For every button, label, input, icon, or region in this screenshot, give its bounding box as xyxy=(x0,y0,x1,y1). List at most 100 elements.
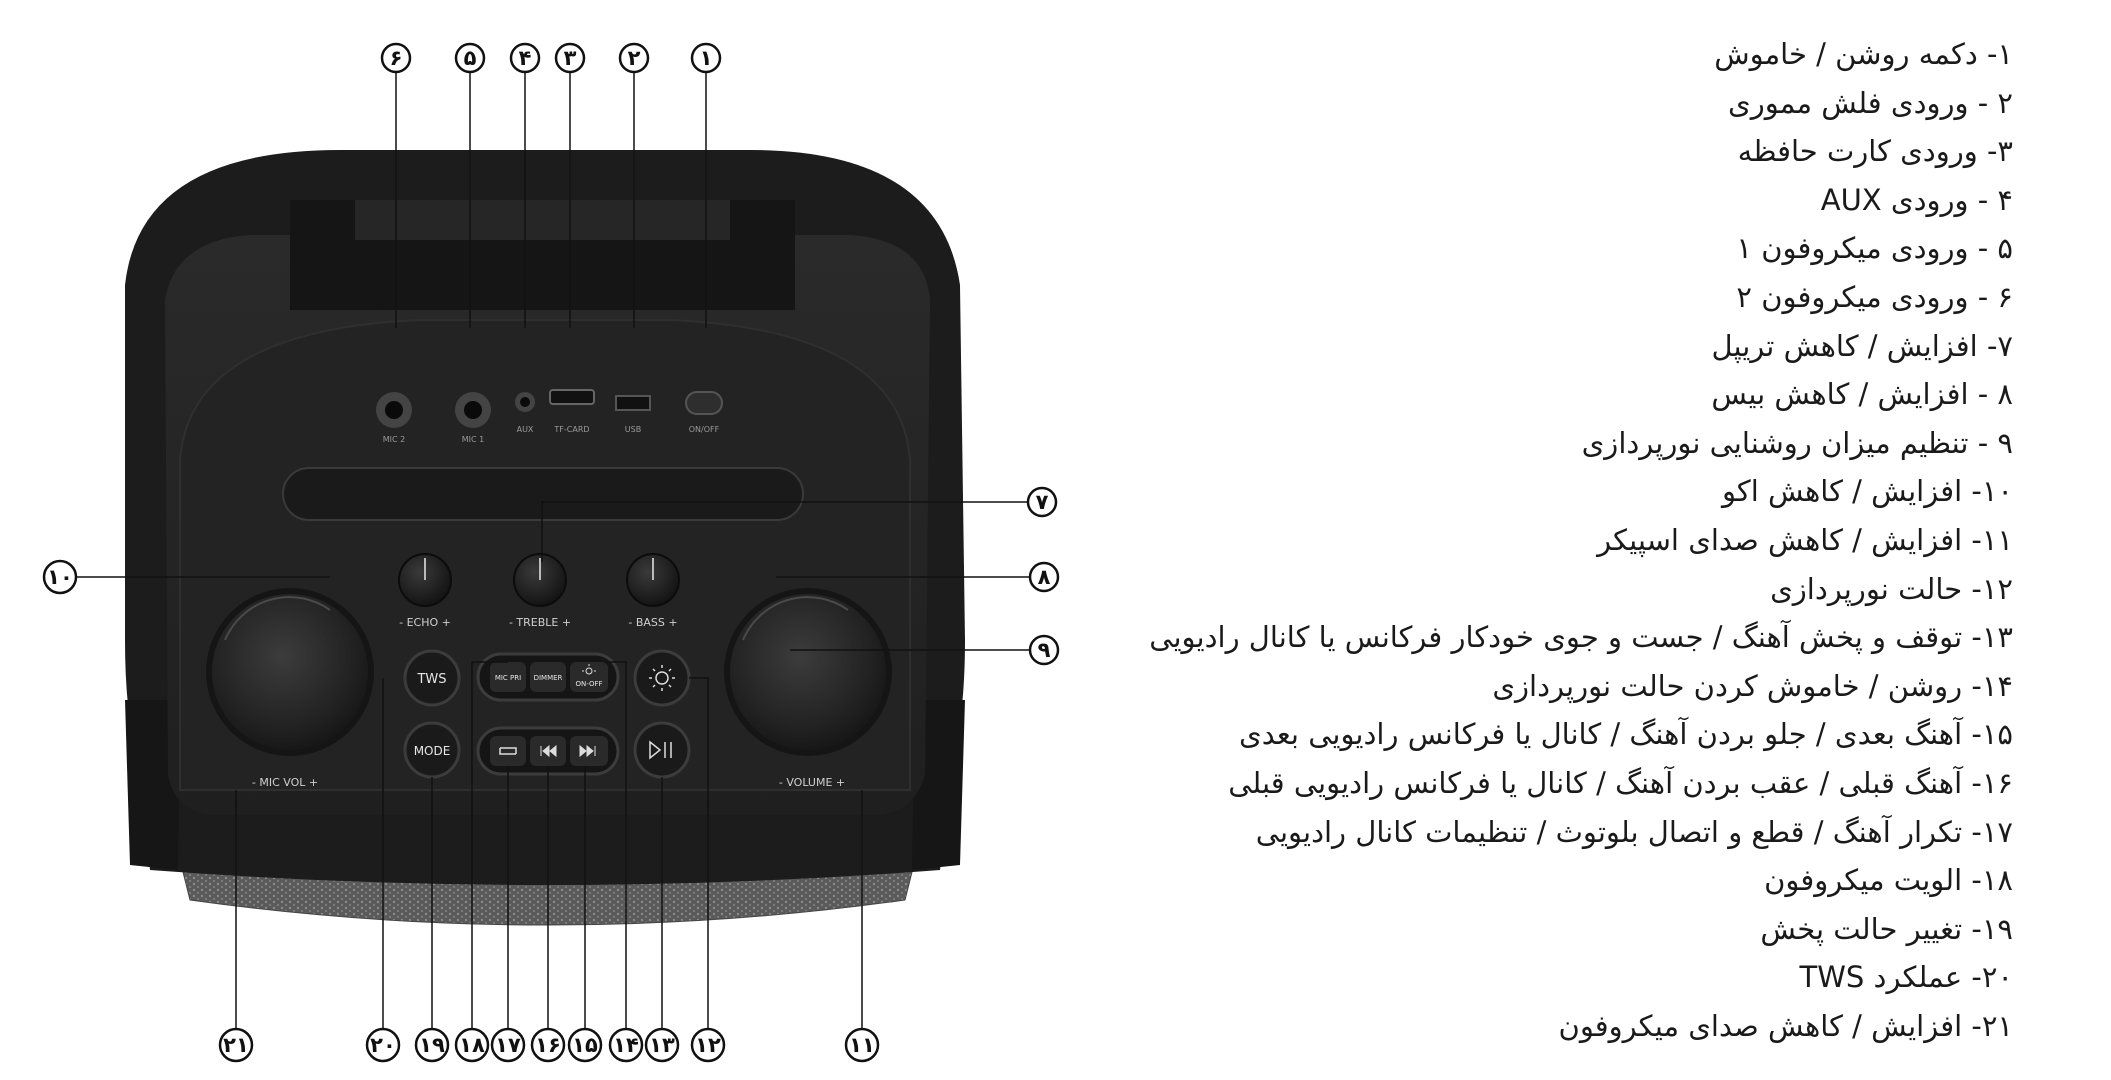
callout-12: ۱۲ xyxy=(690,1027,726,1063)
jack-row: MIC 2 MIC 1 AUX TF-CARD USB ON/OFF xyxy=(376,389,723,444)
legend-item-14: ۱۴- روشن / خاموش کردن حالت نورپردازی xyxy=(1492,668,2013,703)
echo-label: - ECHO + xyxy=(399,616,451,629)
callout-7-label: ۷ xyxy=(1036,490,1049,514)
callout-4: ۴ xyxy=(509,42,541,74)
legend-item-20: ۲۰- عملکرد TWS xyxy=(1799,960,2013,995)
mic-pri-label: MIC PRI xyxy=(495,674,521,682)
mic-vol-dial[interactable] xyxy=(206,588,374,756)
usb-label: USB xyxy=(625,425,641,434)
power-switch[interactable] xyxy=(685,391,723,415)
legend-item-3: ۳- ورودی کارت حافظه xyxy=(1737,134,2013,169)
legend-item-1: ۱- دکمه روشن / خاموش xyxy=(1714,37,2013,71)
legend-item-18: ۱۸- الویت میکروفون xyxy=(1764,863,2013,898)
callout-11-label: ۱۱ xyxy=(849,1033,875,1057)
legend-item-17: ۱۷- تکرار آهنگ / قطع و اتصال بلوتوث / تن… xyxy=(1255,814,2013,849)
callout-20-label: ۲۰ xyxy=(370,1033,396,1057)
mic1-jack[interactable] xyxy=(455,392,491,428)
mode-label: MODE xyxy=(414,744,451,758)
legend-item-19: ۱۹- تغییر حالت پخش xyxy=(1760,911,2013,946)
mode-button[interactable]: MODE xyxy=(403,721,461,779)
callout-15-label: ۱۵ xyxy=(572,1033,598,1057)
aux-jack[interactable] xyxy=(515,392,535,412)
speaker-body xyxy=(125,150,965,926)
callout-19: ۱۹ xyxy=(414,1027,450,1063)
callout-3-label: ۳ xyxy=(564,46,577,70)
legend-item-4: ۴ - ورودی AUX xyxy=(1820,182,2013,217)
callout-4-label: ۴ xyxy=(519,46,532,70)
volume-dial[interactable] xyxy=(724,588,892,756)
mic-vol-label: - MIC VOL + xyxy=(252,776,318,789)
callout-2-label: ۲ xyxy=(628,46,641,70)
echo-knob[interactable] xyxy=(398,553,452,607)
legend-list: ۱- دکمه روشن / خاموش ۲ - ورودی فلش مموری… xyxy=(953,30,2013,1050)
mic-pri-button[interactable]: MIC PRI xyxy=(490,662,526,692)
callout-21-label: ۲۱ xyxy=(223,1033,249,1057)
callouts: ۱ ۲ ۳ ۴ ۵ ۶ ۷ ۸ ۹ ۱۰ ۱۱ ۱۲ ۱۳ ۱۴ ۱۵ ۱۶ ۱… xyxy=(42,42,1060,1063)
usb-port[interactable] xyxy=(615,395,651,411)
previous-button[interactable] xyxy=(530,736,566,766)
legend-item-9: ۹ - تنظیم میزان روشنایی نورپردازی xyxy=(1581,425,2013,460)
callout-17-label: ۱۷ xyxy=(495,1033,521,1057)
button-panel: TWS MODE MIC PRI DIMMER ON-OFF xyxy=(403,649,691,779)
legend-item-2: ۲ - ورودی فلش مموری xyxy=(1728,85,2013,120)
on-off-label: ON/OFF xyxy=(689,425,720,434)
callout-18: ۱۸ xyxy=(454,1027,490,1063)
bass-label: - BASS + xyxy=(628,616,677,629)
sun-icon xyxy=(649,665,675,691)
light-mode-button[interactable] xyxy=(633,649,691,707)
legend-item-21: ۲۱- افزایش / کاهش صدای میکروفون xyxy=(1558,1008,2013,1043)
legend-item-13: ۱۳- توقف و پخش آهنگ / جست و جوی خودکار ف… xyxy=(1149,620,2013,655)
treble-knob[interactable] xyxy=(513,553,567,607)
volume-label: - VOLUME + xyxy=(779,776,845,789)
mic1-label: MIC 1 xyxy=(462,435,484,444)
repeat-icon xyxy=(499,747,517,755)
callout-19-label: ۱۹ xyxy=(419,1033,445,1057)
aux-label: AUX xyxy=(517,425,534,434)
dimmer-button[interactable]: DIMMER xyxy=(530,662,566,692)
legend-item-16: ۱۶- آهنگ قبلی / عقب بردن آهنگ / کانال یا… xyxy=(1228,765,2013,800)
legend-item-5: ۵ - ورودی میکروفون ۱ xyxy=(1736,231,2013,266)
tws-label: TWS xyxy=(416,672,446,687)
treble-label: - TREBLE + xyxy=(509,616,571,629)
bass-knob[interactable] xyxy=(626,553,680,607)
tf-card-slot[interactable] xyxy=(549,389,595,405)
tws-button[interactable]: TWS xyxy=(403,649,461,707)
callout-21: ۲۱ xyxy=(218,1027,254,1063)
play-pause-icon xyxy=(649,740,672,760)
callout-5: ۵ xyxy=(454,42,486,74)
legend-item-6: ۶ - ورودی میکروفون ۲ xyxy=(1736,279,2013,314)
mic2-jack[interactable] xyxy=(376,392,412,428)
callout-14-label: ۱۴ xyxy=(613,1033,639,1057)
callout-2: ۲ xyxy=(618,42,650,74)
mic2-label: MIC 2 xyxy=(383,435,405,444)
play-pause-button[interactable] xyxy=(633,721,691,779)
legend-item-10: ۱۰- افزایش / کاهش اکو xyxy=(1721,474,2013,509)
legend-item-11: ۱۱- افزایش / کاهش صدای اسپیکر xyxy=(1597,522,2013,557)
callout-13-label: ۱۳ xyxy=(649,1033,675,1057)
legend-item-7: ۷- افزایش / کاهش تریپل xyxy=(1711,328,2013,363)
callout-8: ۸ xyxy=(1028,561,1060,593)
callout-6-label: ۶ xyxy=(390,46,403,70)
callout-1: ۱ xyxy=(690,42,722,74)
callout-10: ۱۰ xyxy=(42,559,78,595)
repeat-button[interactable] xyxy=(490,736,526,766)
callout-3: ۳ xyxy=(554,42,586,74)
callout-18-label: ۱۸ xyxy=(459,1033,485,1057)
light-on-off-label: ON-OFF xyxy=(575,680,602,688)
knob-row: - ECHO + - TREBLE + - BASS + xyxy=(398,553,680,629)
callout-13: ۱۳ xyxy=(644,1027,680,1063)
callout-15: ۱۵ xyxy=(567,1027,603,1063)
callout-1-label: ۱ xyxy=(700,46,713,70)
callout-14: ۱۴ xyxy=(608,1027,644,1063)
callout-9: ۹ xyxy=(1028,634,1060,666)
next-button[interactable] xyxy=(570,736,608,766)
sun-small-icon xyxy=(582,664,596,675)
legend-item-15: ۱۵- آهنگ بعدی / جلو بردن آهنگ / کانال یا… xyxy=(1239,717,2013,752)
legend-item-8: ۸ - افزایش / کاهش بیس xyxy=(1711,377,2013,412)
leader-lines xyxy=(76,70,1030,1030)
callout-5-label: ۵ xyxy=(464,46,477,70)
previous-icon xyxy=(540,744,557,758)
next-icon xyxy=(579,744,596,758)
light-on-off-button[interactable]: ON-OFF xyxy=(570,662,608,692)
callout-10-label: ۱۰ xyxy=(47,565,73,589)
